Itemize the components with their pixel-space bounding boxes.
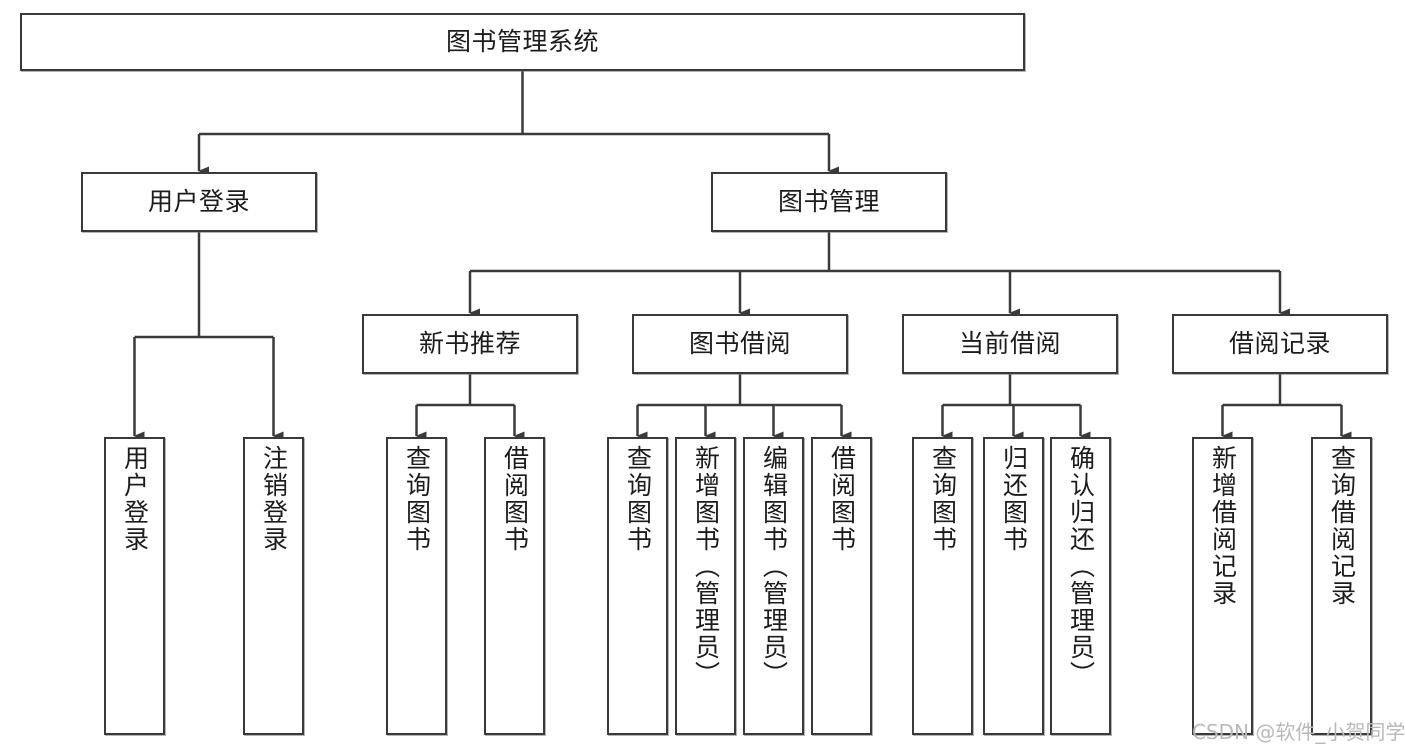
node-leaf-logout[interactable]: 注销登录 bbox=[243, 437, 304, 735]
node-leaf-cb-return[interactable]: 归还图书 bbox=[983, 437, 1044, 735]
node-user-login[interactable]: 用户登录 bbox=[81, 172, 317, 232]
node-leaf-bb-borrow[interactable]: 借阅图书 bbox=[811, 437, 872, 735]
node-label: 编辑图书（管理员） bbox=[759, 445, 789, 688]
node-leaf-bb-query[interactable]: 查询图书 bbox=[607, 437, 668, 735]
node-leaf-cb-confirm[interactable]: 确认归还（管理员） bbox=[1050, 437, 1111, 735]
node-label: 新书推荐 bbox=[418, 329, 521, 359]
node-leaf-bb-edit[interactable]: 编辑图书（管理员） bbox=[743, 437, 804, 735]
node-label: 查询图书 bbox=[402, 445, 432, 553]
node-leaf-cb-query[interactable]: 查询图书 bbox=[912, 437, 973, 735]
node-label: 新增借阅记录 bbox=[1208, 445, 1238, 607]
node-root[interactable]: 图书管理系统 bbox=[20, 13, 1025, 71]
edge-group bbox=[133, 71, 1352, 441]
node-borrow-record[interactable]: 借阅记录 bbox=[1172, 314, 1388, 374]
node-label: 图书借阅 bbox=[688, 329, 791, 359]
node-label: 用户登录 bbox=[147, 187, 250, 217]
node-leaf-bb-add[interactable]: 新增图书（管理员） bbox=[675, 437, 736, 735]
watermark-text: CSDN @软件_小贺同学 bbox=[1192, 720, 1405, 744]
node-new-book-rec[interactable]: 新书推荐 bbox=[362, 314, 578, 374]
node-label: 确认归还（管理员） bbox=[1066, 445, 1096, 688]
node-label: 注销登录 bbox=[259, 445, 289, 553]
node-label: 新增图书（管理员） bbox=[691, 445, 721, 688]
node-book-manage[interactable]: 图书管理 bbox=[711, 172, 947, 232]
node-leaf-br-query[interactable]: 查询借阅记录 bbox=[1311, 437, 1372, 735]
node-label: 借阅记录 bbox=[1228, 329, 1331, 359]
node-label: 图书管理 bbox=[777, 187, 880, 217]
node-label: 归还图书 bbox=[999, 445, 1029, 553]
node-leaf-rec-query[interactable]: 查询图书 bbox=[386, 437, 447, 735]
node-label: 当前借阅 bbox=[958, 329, 1061, 359]
node-label: 用户登录 bbox=[120, 445, 150, 553]
node-label: 借阅图书 bbox=[500, 445, 530, 553]
node-current-borrow[interactable]: 当前借阅 bbox=[902, 314, 1118, 374]
node-leaf-rec-borrow[interactable]: 借阅图书 bbox=[484, 437, 545, 735]
node-book-borrow[interactable]: 图书借阅 bbox=[632, 314, 848, 374]
node-label: 图书管理系统 bbox=[445, 27, 599, 57]
node-label: 借阅图书 bbox=[827, 445, 857, 553]
node-label: 查询图书 bbox=[623, 445, 653, 553]
node-leaf-br-add[interactable]: 新增借阅记录 bbox=[1192, 437, 1253, 735]
node-leaf-user-login[interactable]: 用户登录 bbox=[104, 437, 165, 735]
node-label: 查询图书 bbox=[928, 445, 958, 553]
node-label: 查询借阅记录 bbox=[1327, 445, 1357, 607]
